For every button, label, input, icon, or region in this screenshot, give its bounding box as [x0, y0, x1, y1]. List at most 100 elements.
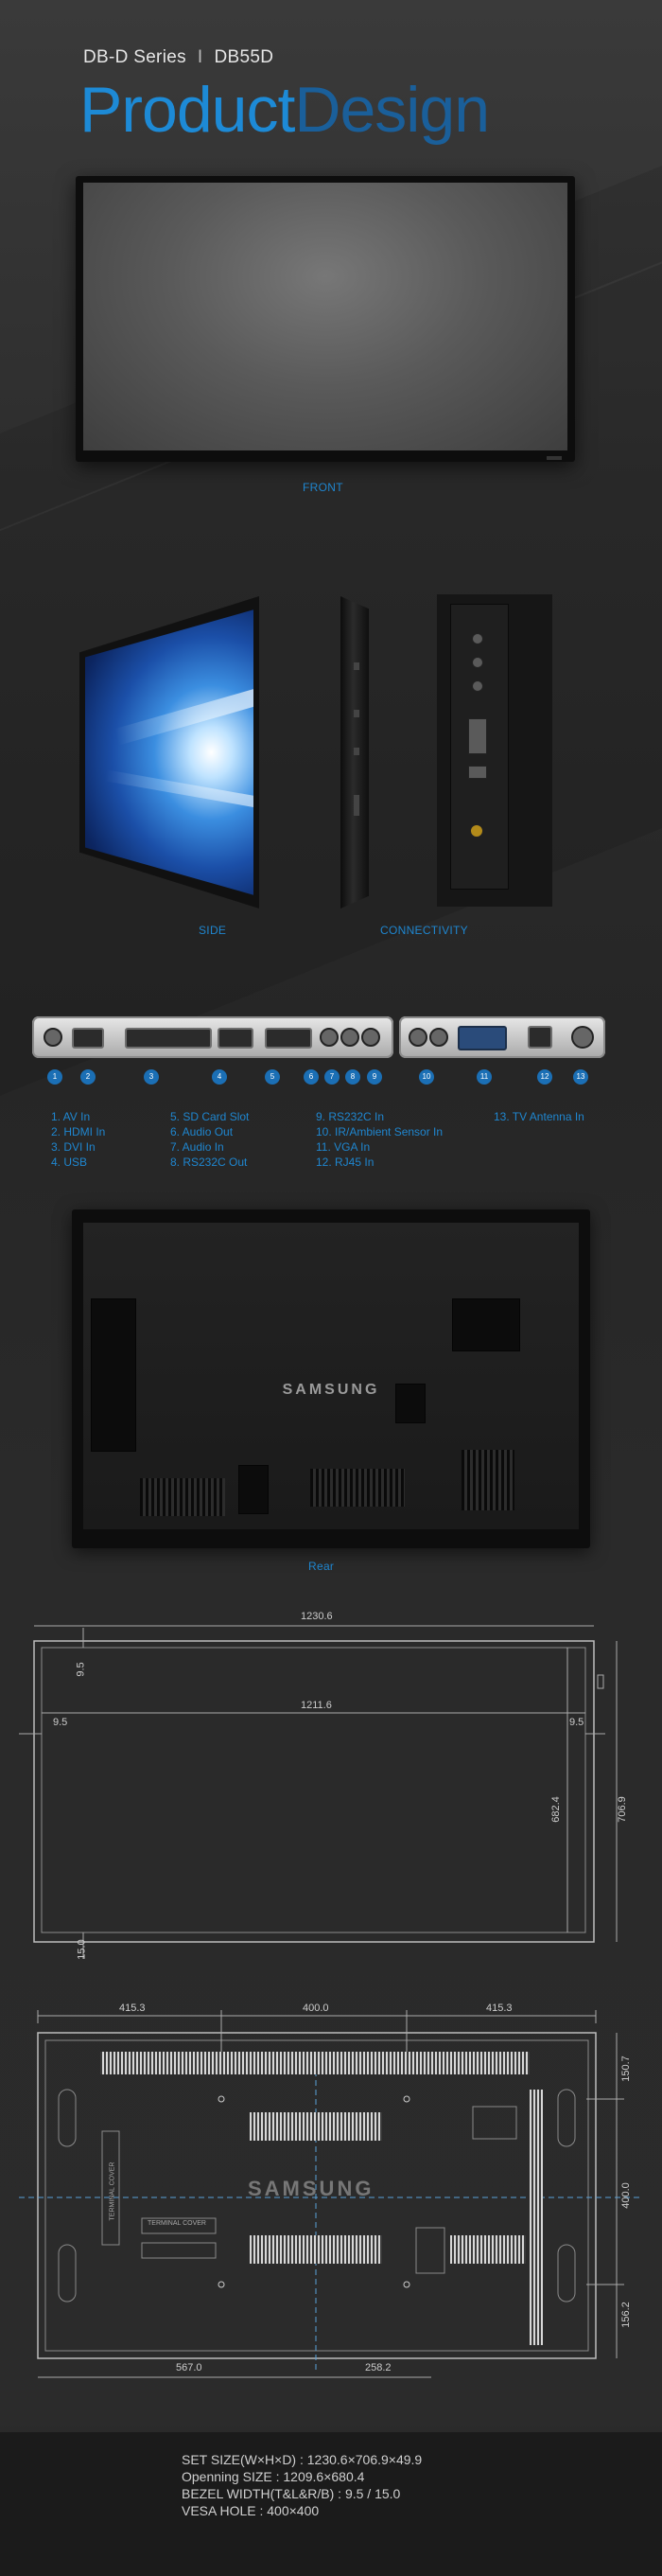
legend-column-3: 9. RS232C In 10. IR/Ambient Sensor In 11… — [316, 1109, 443, 1170]
legend-column-2: 5. SD Card Slot 6. Audio Out 7. Audio In… — [170, 1109, 249, 1170]
rs232c-in-port — [409, 1028, 427, 1047]
dim-left-bezel: 9.5 — [53, 1717, 68, 1728]
terminal-cover-label-2 — [141, 2242, 217, 2259]
inner-opening — [41, 1647, 586, 1933]
spec-vesa-hole: VESA HOLE : 400×400 — [182, 2503, 320, 2518]
legend-item: 8. RS232C Out — [170, 1156, 248, 1169]
rear-side-panel — [91, 1298, 136, 1452]
ir-sensor-port — [429, 1028, 448, 1047]
vesa-hole — [403, 2095, 410, 2103]
port-jack — [472, 657, 483, 668]
port-number-3: 3 — [144, 1069, 159, 1085]
terminal-cover-label: TERMINAL COVER — [148, 2220, 206, 2227]
rear-brand-logo: SAMSUNG — [282, 1382, 380, 1398]
rear-terminal — [238, 1465, 269, 1514]
audio-out-port — [320, 1028, 339, 1047]
outer-frame — [33, 1640, 595, 1943]
port-number-5: 5 — [265, 1069, 280, 1085]
dim-rear-bottom-left: 567.0 — [176, 2362, 202, 2373]
terminal-cover-label-1 — [141, 2217, 217, 2234]
connector-strip-left — [32, 1016, 393, 1058]
side-edge-image — [340, 596, 369, 909]
page-title: Product Design — [79, 74, 490, 146]
legend-item: 5. SD Card Slot — [170, 1110, 250, 1123]
subtitle-separator: I — [197, 47, 203, 67]
port-number-2: 2 — [80, 1069, 96, 1085]
rear-vent-top — [100, 2052, 530, 2074]
hdmi-in-port — [72, 1028, 104, 1049]
connector-strip-right — [399, 1016, 605, 1058]
port-number-10: 10 — [419, 1069, 434, 1085]
dim-rear-vesa-height: 400.0 — [619, 2182, 632, 2209]
terminal-cover-left — [101, 2130, 120, 2246]
title-part-1: Product — [79, 74, 295, 146]
port-hdmi — [468, 766, 487, 779]
handle-slot — [557, 2244, 576, 2303]
rear-view-image: SAMSUNG — [72, 1209, 590, 1548]
dim-overall-height: 706.9 — [616, 1796, 628, 1823]
edge-button — [354, 710, 359, 717]
rear-vent-side — [530, 2090, 543, 2345]
side-caption: SIDE — [199, 924, 227, 937]
dim-rear-left-offset: 415.3 — [119, 2003, 146, 2014]
port-number-6: 6 — [304, 1069, 319, 1085]
rear-inner — [44, 2039, 589, 2352]
audio-in-port — [340, 1028, 359, 1047]
front-view-image — [76, 176, 575, 462]
legend-item: 6. Audio Out — [170, 1125, 234, 1138]
dim-rear-right-offset: 415.3 — [486, 2003, 513, 2014]
front-screen — [83, 183, 567, 450]
light-streak — [104, 769, 253, 809]
legend-item: 13. TV Antenna In — [494, 1110, 584, 1123]
rear-outline — [37, 2032, 597, 2359]
rear-drawing-brand: SAMSUNG — [248, 2177, 375, 2200]
legend-item: 2. HDMI In — [51, 1125, 106, 1138]
connector-panel — [450, 604, 509, 890]
terminal-cover-side-label: TERMINAL COVER — [109, 2161, 116, 2221]
dim-rear-bottom-right: 258.2 — [365, 2362, 392, 2373]
dim-opening-width: 1211.6 — [301, 1700, 332, 1711]
vesa-hole — [403, 2281, 410, 2288]
port-jack — [472, 680, 483, 692]
vesa-hole — [218, 2095, 225, 2103]
side-view-image — [79, 596, 259, 909]
spec-set-size: SET SIZE(W×H×D) : 1230.6×706.9×49.9 — [182, 2452, 423, 2467]
dim-rear-vesa-width: 400.0 — [303, 2003, 329, 2014]
rear-label-box — [452, 1298, 520, 1351]
edge-button — [354, 795, 359, 816]
legend-column-4: 13. TV Antenna In — [494, 1109, 584, 1124]
legend-item: 3. DVI In — [51, 1140, 96, 1154]
dim-bottom-bezel: 15.0 — [76, 1939, 88, 1960]
vga-in-port — [458, 1026, 507, 1050]
port-number-9: 9 — [367, 1069, 382, 1085]
port-number-12: 12 — [537, 1069, 552, 1085]
dim-rear-bottom-offset: 156.2 — [619, 2302, 632, 2328]
dim-top-bezel: 9.5 — [75, 1662, 87, 1677]
rear-vent — [462, 1450, 514, 1510]
port-number-7: 7 — [324, 1069, 340, 1085]
port-number-8: 8 — [345, 1069, 360, 1085]
handle-slot — [58, 2244, 77, 2303]
handle-slot — [557, 2089, 576, 2147]
rear-vent-lower — [250, 2235, 382, 2264]
port-dvi — [468, 718, 487, 754]
side-screen-image — [85, 609, 253, 895]
port-number-4: 4 — [212, 1069, 227, 1085]
usb-port — [218, 1028, 253, 1049]
front-dimension-drawing — [19, 1625, 618, 1959]
connectivity-caption: CONNECTIVITY — [380, 924, 468, 937]
edge-button — [354, 748, 359, 755]
legend-column-1: 1. AV In 2. HDMI In 3. DVI In 4. USB — [51, 1109, 105, 1170]
edge-button — [354, 662, 359, 670]
dim-overall-width: 1230.6 — [301, 1611, 333, 1622]
handle-slot — [58, 2089, 77, 2147]
dim-opening-height: 682.4 — [549, 1796, 562, 1823]
vesa-hole — [218, 2281, 225, 2288]
dim-right-bezel: 9.5 — [569, 1717, 584, 1728]
dim-rear-top-offset: 150.7 — [619, 2056, 632, 2082]
legend-item: 12. RJ45 In — [316, 1156, 375, 1169]
port-number-11: 11 — [477, 1069, 492, 1085]
front-logo-mark — [547, 456, 562, 460]
title-part-2: Design — [294, 74, 490, 146]
